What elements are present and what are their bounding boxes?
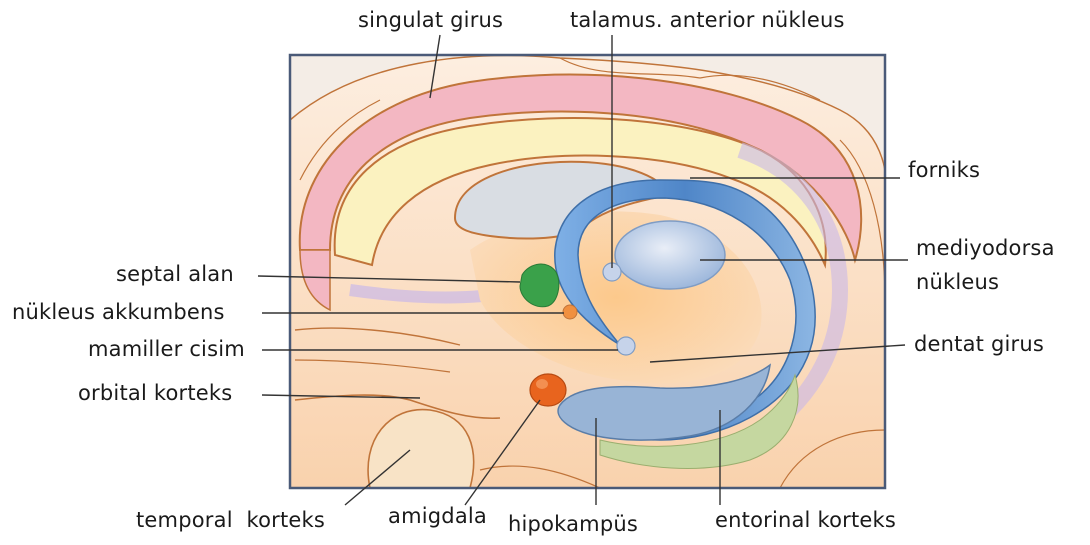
label-hipokampus: hipokampüs [508,514,638,535]
mediodorsal-nucleus [615,221,725,289]
label-talamus-anterior: talamus. anterior nükleus [570,10,845,31]
label-septal-alan: septal alan [116,264,234,285]
label-amigdala: amigdala [388,506,487,527]
label-mediyodorsa-line1: mediyodorsa [916,238,1055,259]
nucleus-accumbens [563,305,577,319]
label-mamiller-cisim: mamiller cisim [88,339,245,360]
label-entorinal-korteks: entorinal korteks [715,510,896,531]
amygdala [530,374,566,406]
brain-section [290,55,886,488]
label-orbital-korteks: orbital korteks [78,383,232,404]
label-temporal-korteks: temporal korteks [136,510,325,531]
label-singulat-girus: singulat girus [358,10,503,31]
label-mediyodorsa-line2: nükleus [916,272,999,293]
mammillary-body [617,337,635,355]
label-forniks: forniks [908,160,980,181]
label-nukleus-akkumbens: nükleus akkumbens [12,302,225,323]
label-dentat-girus: dentat girus [914,334,1044,355]
